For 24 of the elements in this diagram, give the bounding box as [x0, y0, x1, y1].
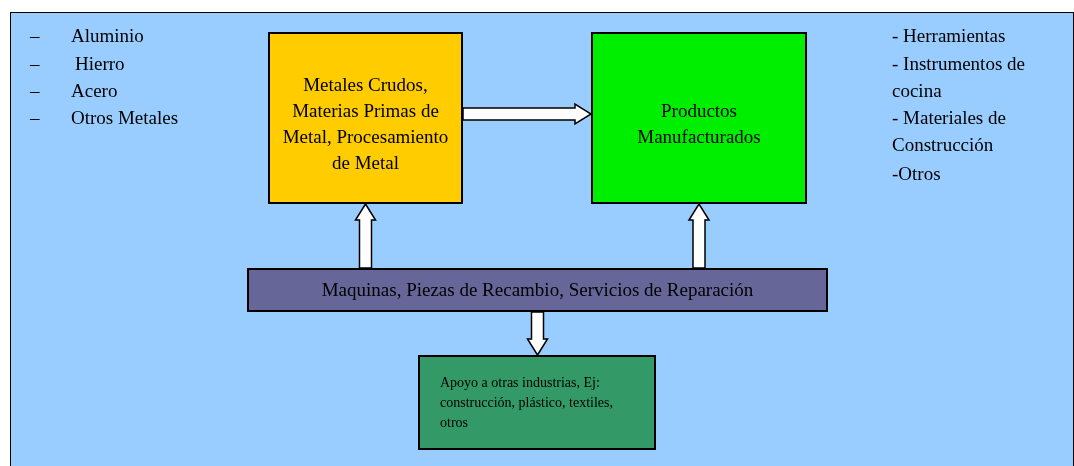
list-item: - Instrumentos de cocina — [892, 52, 1026, 103]
process-bar — [247, 268, 828, 312]
bullet-dash: – — [30, 106, 41, 130]
list-item: - Herramientas — [892, 24, 1007, 48]
process-box — [591, 32, 807, 204]
node-label: Productos Manufacturados — [636, 99, 762, 149]
block-arrow — [687, 202, 711, 269]
node-label: Metales Crudos, Materias Primas de Metal, Procesamiento de Metal — [281, 73, 450, 175]
block-arrow — [526, 311, 549, 357]
process-box — [418, 355, 656, 450]
list-item: Hierro — [75, 52, 126, 76]
bullet-dash: – — [30, 24, 41, 48]
list-item: Aluminio — [71, 24, 145, 48]
list-item: Acero — [71, 79, 119, 103]
block-arrow — [462, 102, 593, 126]
list-item: Otros Metales — [71, 106, 180, 130]
node-label: Apoyo a otras industrias, Ej: construcción, plástico, textiles, otros — [440, 374, 614, 432]
process-box — [268, 32, 463, 204]
bullet-dash: – — [30, 52, 41, 76]
list-item: - Materiales de Construcción — [892, 106, 1007, 157]
block-arrow — [354, 202, 377, 269]
node-label: Maquinas, Piezas de Recambio, Servicios de Reparación — [321, 277, 754, 302]
list-item: -Otros — [892, 162, 942, 186]
bullet-dash: – — [30, 79, 41, 103]
